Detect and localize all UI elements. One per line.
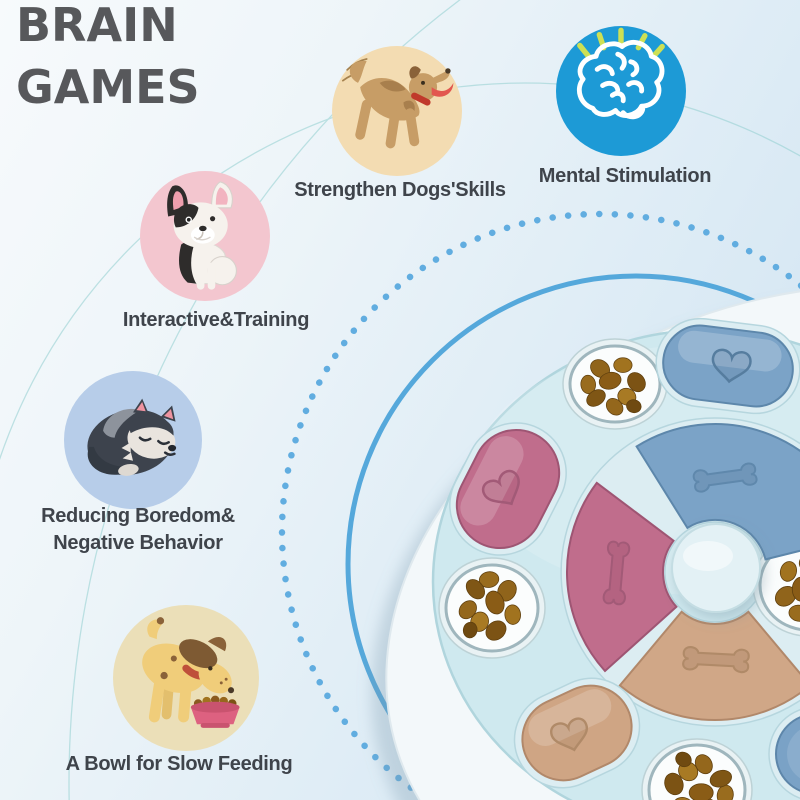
feature-label-reducing-boredom: Reducing Boredom& Negative Behavior	[8, 503, 268, 557]
feature-label-slow-feeding: A Bowl for Slow Feeding	[65, 753, 293, 775]
blue-arc-slider-bone	[635, 423, 800, 561]
feature-label-strengthen-skills: Strengthen Dogs'Skills	[294, 179, 506, 201]
feature-label-line-1: Reducing Boredom&	[41, 505, 235, 527]
feature-circle-slow-feeding	[113, 605, 259, 751]
feature-circle-interactive-training	[140, 171, 270, 301]
blue-slider-heart	[655, 317, 800, 415]
kibble-well-left	[438, 557, 546, 659]
feature-circle-strengthen-skills	[332, 46, 462, 176]
center-knob	[671, 523, 765, 619]
french-bulldog-icon	[167, 181, 237, 290]
tan-arc-slider-bone	[618, 610, 800, 721]
pink-bowl	[190, 695, 240, 728]
pink-slider-heart	[449, 422, 567, 556]
feature-label-mental-stimulation: Mental Stimulation	[538, 165, 712, 187]
feature-label-interactive-training: Interactive&Training	[122, 309, 310, 331]
solid-arc	[345, 273, 800, 800]
dotted-arc	[278, 210, 800, 800]
brain-icon	[576, 27, 665, 120]
kibble-well-top	[562, 338, 668, 430]
playful-dog-icon	[341, 58, 454, 149]
feature-label-line-2: Negative Behavior	[53, 532, 223, 554]
dog-eating-from-bowl-icon	[142, 617, 240, 728]
title-line-1: BRAIN	[16, 0, 178, 52]
feature-circle-reducing-boredom	[64, 371, 202, 509]
sleeping-husky-icon	[87, 398, 177, 476]
blue-disc	[768, 709, 800, 799]
puzzle-feeder-product-photo	[371, 284, 800, 800]
kibble-well-bottom	[641, 738, 753, 800]
page-title: BRAIN GAMES	[16, 0, 200, 118]
title-line-2: GAMES	[16, 60, 200, 114]
pink-arc-slider-bone	[566, 481, 678, 673]
tan-slider-heart	[513, 677, 641, 789]
feature-circle-mental-stimulation	[556, 26, 686, 156]
